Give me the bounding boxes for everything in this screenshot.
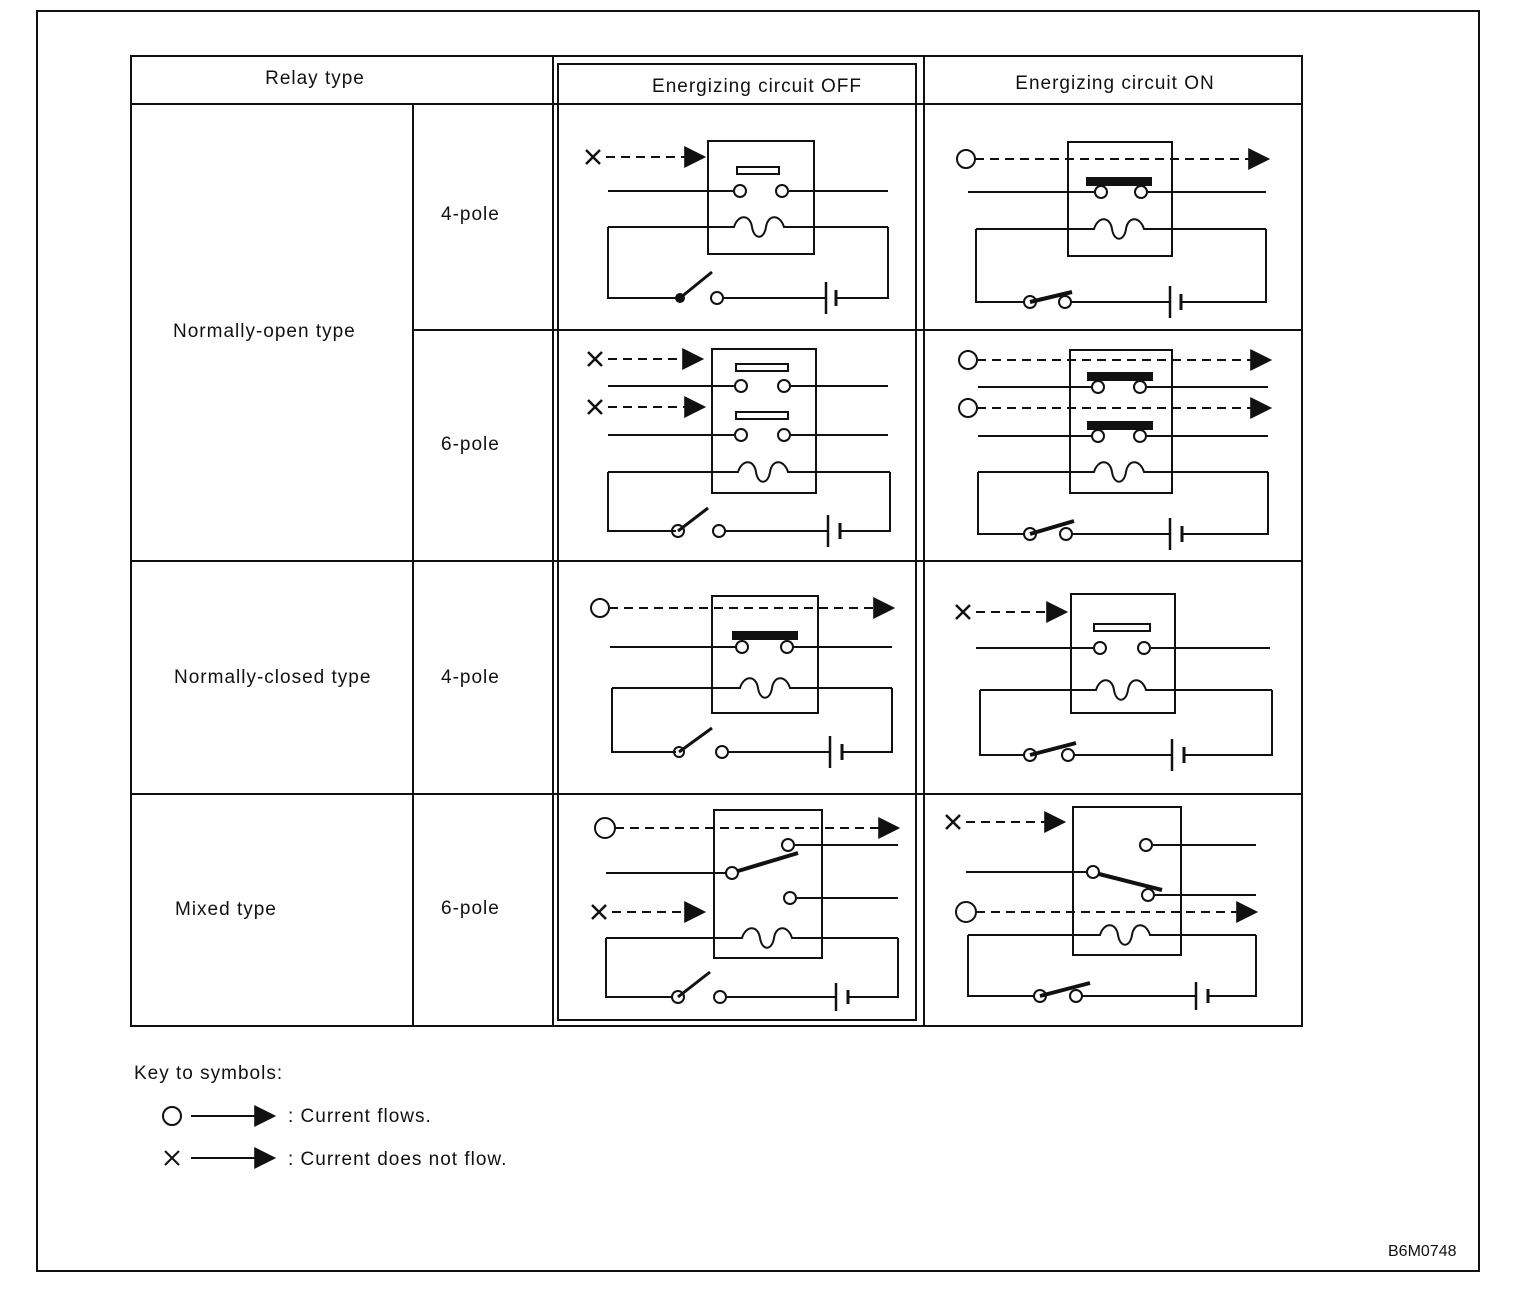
pole-label-no-6: 6-pole	[441, 434, 500, 455]
cell-nc4-on	[955, 593, 1273, 771]
cell-no6-off	[587, 348, 891, 547]
key-not-flows-text: : Current does not flow.	[288, 1149, 508, 1170]
row-label-normally-closed: Normally-closed type	[174, 667, 372, 688]
row-label-mixed: Mixed type	[175, 899, 277, 920]
cell-nc4-off	[590, 595, 896, 768]
key-flows-text: : Current flows.	[288, 1106, 432, 1127]
cell-no6-on	[958, 349, 1273, 550]
table-grid	[130, 55, 1303, 1027]
header-energizing-off: Energizing circuit OFF	[652, 76, 862, 97]
figure-code: B6M0748	[1388, 1243, 1457, 1260]
pole-label-no-4: 4-pole	[441, 204, 500, 225]
key-title: Key to symbols:	[134, 1063, 284, 1084]
key-flow-symbol	[162, 1105, 277, 1127]
row-label-normally-open: Normally-open type	[173, 321, 356, 342]
cell-no4-on	[956, 141, 1271, 318]
pole-label-mixed-6: 6-pole	[441, 898, 500, 919]
header-energizing-on: Energizing circuit ON	[1015, 73, 1215, 94]
cell-mixed6-off	[591, 809, 901, 1011]
pole-label-nc-4: 4-pole	[441, 667, 500, 688]
figure-frame	[36, 10, 1480, 1272]
header-relay-type: Relay type	[265, 68, 365, 89]
key-noflow-symbol	[164, 1147, 277, 1169]
cell-mixed6-on	[945, 806, 1259, 1010]
cell-no4-off	[585, 140, 889, 314]
